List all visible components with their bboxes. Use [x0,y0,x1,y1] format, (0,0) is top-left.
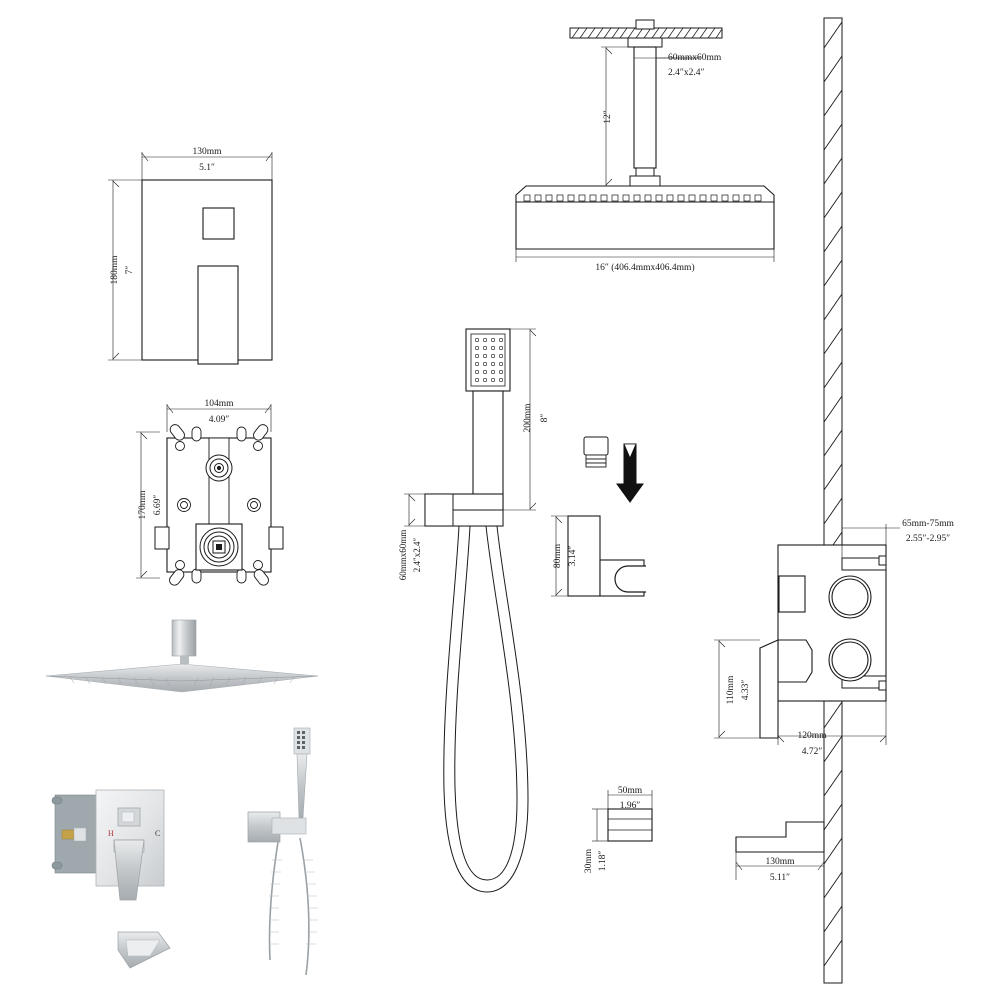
view-wall-cross-section: 65mm-75mm 2.55″-2.95″ 110mm 4.33″ 120mm … [714,519,954,757]
valve-body-width-in: 4.09″ [209,415,230,425]
ceiling-arm-size-in: 2.4″x2.4″ [668,68,704,78]
trim-plate-height-in: 7″ [125,266,135,275]
photo-cold-marking: C [155,829,160,838]
view-tub-spout: 130mm 5.11″ [735,821,825,883]
valve-height-in: 4.33″ [741,680,751,701]
wall-depth-in: 2.55″-2.95″ [906,534,950,544]
photo-valve-trim: H C [51,789,165,901]
tub-spout-projection-in: 5.11″ [770,873,790,883]
photo-rain-head [45,619,319,693]
valve-body-height-in: 6.69″ [153,495,163,516]
photo-hot-marking: H [108,829,114,838]
wall-section-band [823,17,843,984]
elbow-height-mm: 30mm [584,848,594,873]
trim-plate-height-mm: 180mm [110,255,120,285]
trim-plate-width-in: 5.1″ [199,163,215,173]
photo-handheld-assembly [247,727,318,976]
valve-projection-mm: 120mm [797,731,827,741]
view-holder-bracket: 80mm 3.14″ [551,436,646,597]
ceiling-drop-length: 12″ [603,110,613,124]
holder-height-mm: 80mm [553,543,563,568]
view-outlet-elbow: 50mm 1.96″ 30mm 1.18″ [584,786,653,873]
handheld-length-in: 8″ [540,414,550,423]
handheld-length-mm: 200mm [523,403,533,433]
view-ceiling-shower-head: 60mmx60mm 2.4″x2.4″ 12″ [515,19,775,273]
handheld-base-size-in: 2.4″x2.4″ [412,538,422,573]
insertion-arrow-icon [616,443,644,503]
elbow-width-mm: 50mm [618,786,643,796]
valve-height-mm: 110mm [726,675,736,704]
view-valve-body: 104mm 4.09″ 170mm 6.69″ [136,399,284,586]
elbow-width-in: 1.96″ [620,801,641,811]
view-handheld-wand: 200mm 8″ 60mmx60mm 2.4″x2.4″ [398,328,550,893]
ceiling-head-size: 16″ (406.4mmx406.4mm) [595,262,694,273]
valve-body-height-mm: 170mm [138,490,148,520]
photo-tub-spout [117,931,171,969]
valve-projection-in: 4.72″ [802,747,823,757]
ceiling-arm-size-mm: 60mmx60mm [668,53,722,63]
wall-depth-mm: 65mm-75mm [902,519,954,529]
product-assembly-photo: H C [45,619,319,976]
tub-spout-projection-mm: 130mm [765,857,795,867]
valve-body-width-mm: 104mm [204,399,234,409]
trim-plate-width-mm: 130mm [192,147,222,157]
elbow-height-in: 1.18″ [598,851,608,872]
view-trim-plate: 130mm 5.1″ 180mm 7″ [108,147,273,365]
handheld-base-size-mm: 60mmx60mm [398,530,408,581]
holder-height-in: 3.14″ [568,546,578,567]
